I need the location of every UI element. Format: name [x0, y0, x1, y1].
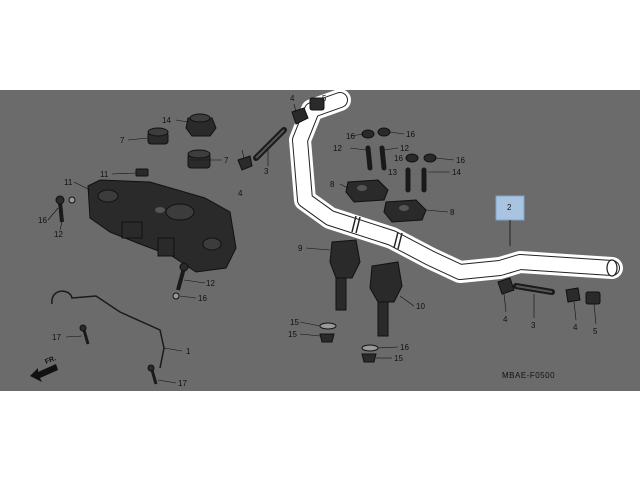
callout-12-c: 13 [388, 168, 397, 177]
callout-5-right: 5 [593, 327, 598, 336]
end-cap-part-4-b[interactable] [237, 155, 253, 171]
riser-part-8-right[interactable] [369, 261, 403, 337]
callout-4-right-a: 4 [503, 315, 508, 324]
weight-part-3-left[interactable] [253, 127, 287, 161]
callout-7-right: 8 [450, 208, 455, 217]
nut-part-13[interactable] [185, 113, 217, 137]
callout-11-lower: 12 [206, 279, 215, 288]
callout-4-left: 4 [238, 189, 243, 198]
leader-lines [47, 103, 597, 384]
washer-part-15-b[interactable] [361, 344, 379, 352]
end-cap-part-4-d[interactable] [565, 287, 581, 303]
callout-9: 11 [64, 178, 73, 187]
washer-part-16-lower[interactable] [172, 292, 180, 300]
top-bridge-part-9[interactable] [87, 179, 237, 273]
nut-part-14-b[interactable] [361, 353, 377, 363]
callout-15-right: 16 [400, 343, 409, 352]
callout-3-right: 3 [531, 321, 536, 330]
callout-6-lower: 7 [224, 156, 229, 165]
callout-17-right: 17 [178, 379, 187, 388]
washer-part-6-upper[interactable] [147, 127, 169, 145]
front-direction-indicator: FR. [30, 355, 58, 382]
callout-16-d: 16 [456, 156, 465, 165]
callout-1: 1 [186, 347, 191, 356]
callout-15-left: 15 [290, 318, 299, 327]
callout-3-left: 3 [264, 167, 269, 176]
clip-part-5-b[interactable] [585, 291, 601, 305]
handlebar-part-2[interactable] [289, 90, 623, 283]
callout-16-a: 16 [346, 132, 355, 141]
washer-part-16-left[interactable] [68, 196, 76, 204]
diagram-code: MBAE-F0500 [502, 371, 555, 380]
callout-12-d: 14 [452, 168, 461, 177]
callout-16-c: 16 [394, 154, 403, 163]
callout-16-left: 16 [38, 216, 47, 225]
callout-labels: 14 7 7 11 11 16 12 12 16 1 17 17 4 3 4 5… [38, 94, 598, 388]
parts-diagram: 14 7 7 11 11 16 12 12 16 1 17 17 4 3 4 5… [0, 90, 640, 391]
holder-part-7-right[interactable] [383, 199, 427, 223]
callout-10: 11 [100, 170, 109, 179]
callout-14-left: 15 [288, 330, 297, 339]
bolts-part-12[interactable] [365, 145, 427, 193]
bolt-part-11-lower[interactable] [176, 262, 189, 291]
callout-4-right-b: 4 [573, 323, 578, 332]
callout-8-left: 9 [298, 244, 303, 253]
callout-12-b: 12 [400, 144, 409, 153]
callout-16-lower: 16 [198, 294, 207, 303]
riser-part-8-left[interactable] [329, 239, 361, 311]
callout-14-right: 15 [394, 354, 403, 363]
exploded-view: 14 7 7 11 11 16 12 12 16 1 17 17 4 3 4 5… [30, 90, 623, 388]
wire-part-1[interactable] [51, 290, 165, 369]
callout-6-upper: 7 [120, 136, 125, 145]
callout-17-left: 17 [52, 333, 61, 342]
callout-12-a: 12 [333, 144, 342, 153]
bolt-part-11-upper[interactable] [55, 195, 65, 223]
direction-label: FR. [44, 355, 57, 366]
callout-16-b: 16 [406, 130, 415, 139]
screw-part-17-b[interactable] [147, 364, 158, 385]
callout-2: 2 [507, 203, 512, 212]
holder-part-7-left[interactable] [345, 179, 389, 203]
callout-11-upper: 12 [54, 230, 63, 239]
nut-part-14-a[interactable] [319, 333, 335, 343]
part-2-highlight-box[interactable] [495, 195, 525, 221]
callout-4-top: 4 [290, 94, 295, 103]
caps-part-16[interactable] [361, 127, 437, 163]
callout-8-right: 10 [416, 302, 425, 311]
callout-13: 14 [162, 116, 171, 125]
plate-part-10[interactable] [135, 168, 149, 177]
weight-part-3-right[interactable] [513, 283, 555, 295]
callout-5-top: 5 [322, 94, 327, 103]
clip-part-5-a[interactable] [309, 97, 325, 111]
callout-7-left: 8 [330, 180, 335, 189]
washer-part-15-a[interactable] [319, 322, 337, 330]
screw-part-17-a[interactable] [79, 324, 90, 345]
end-cap-part-4-c[interactable] [497, 277, 515, 295]
washer-part-6-lower[interactable] [187, 149, 211, 169]
